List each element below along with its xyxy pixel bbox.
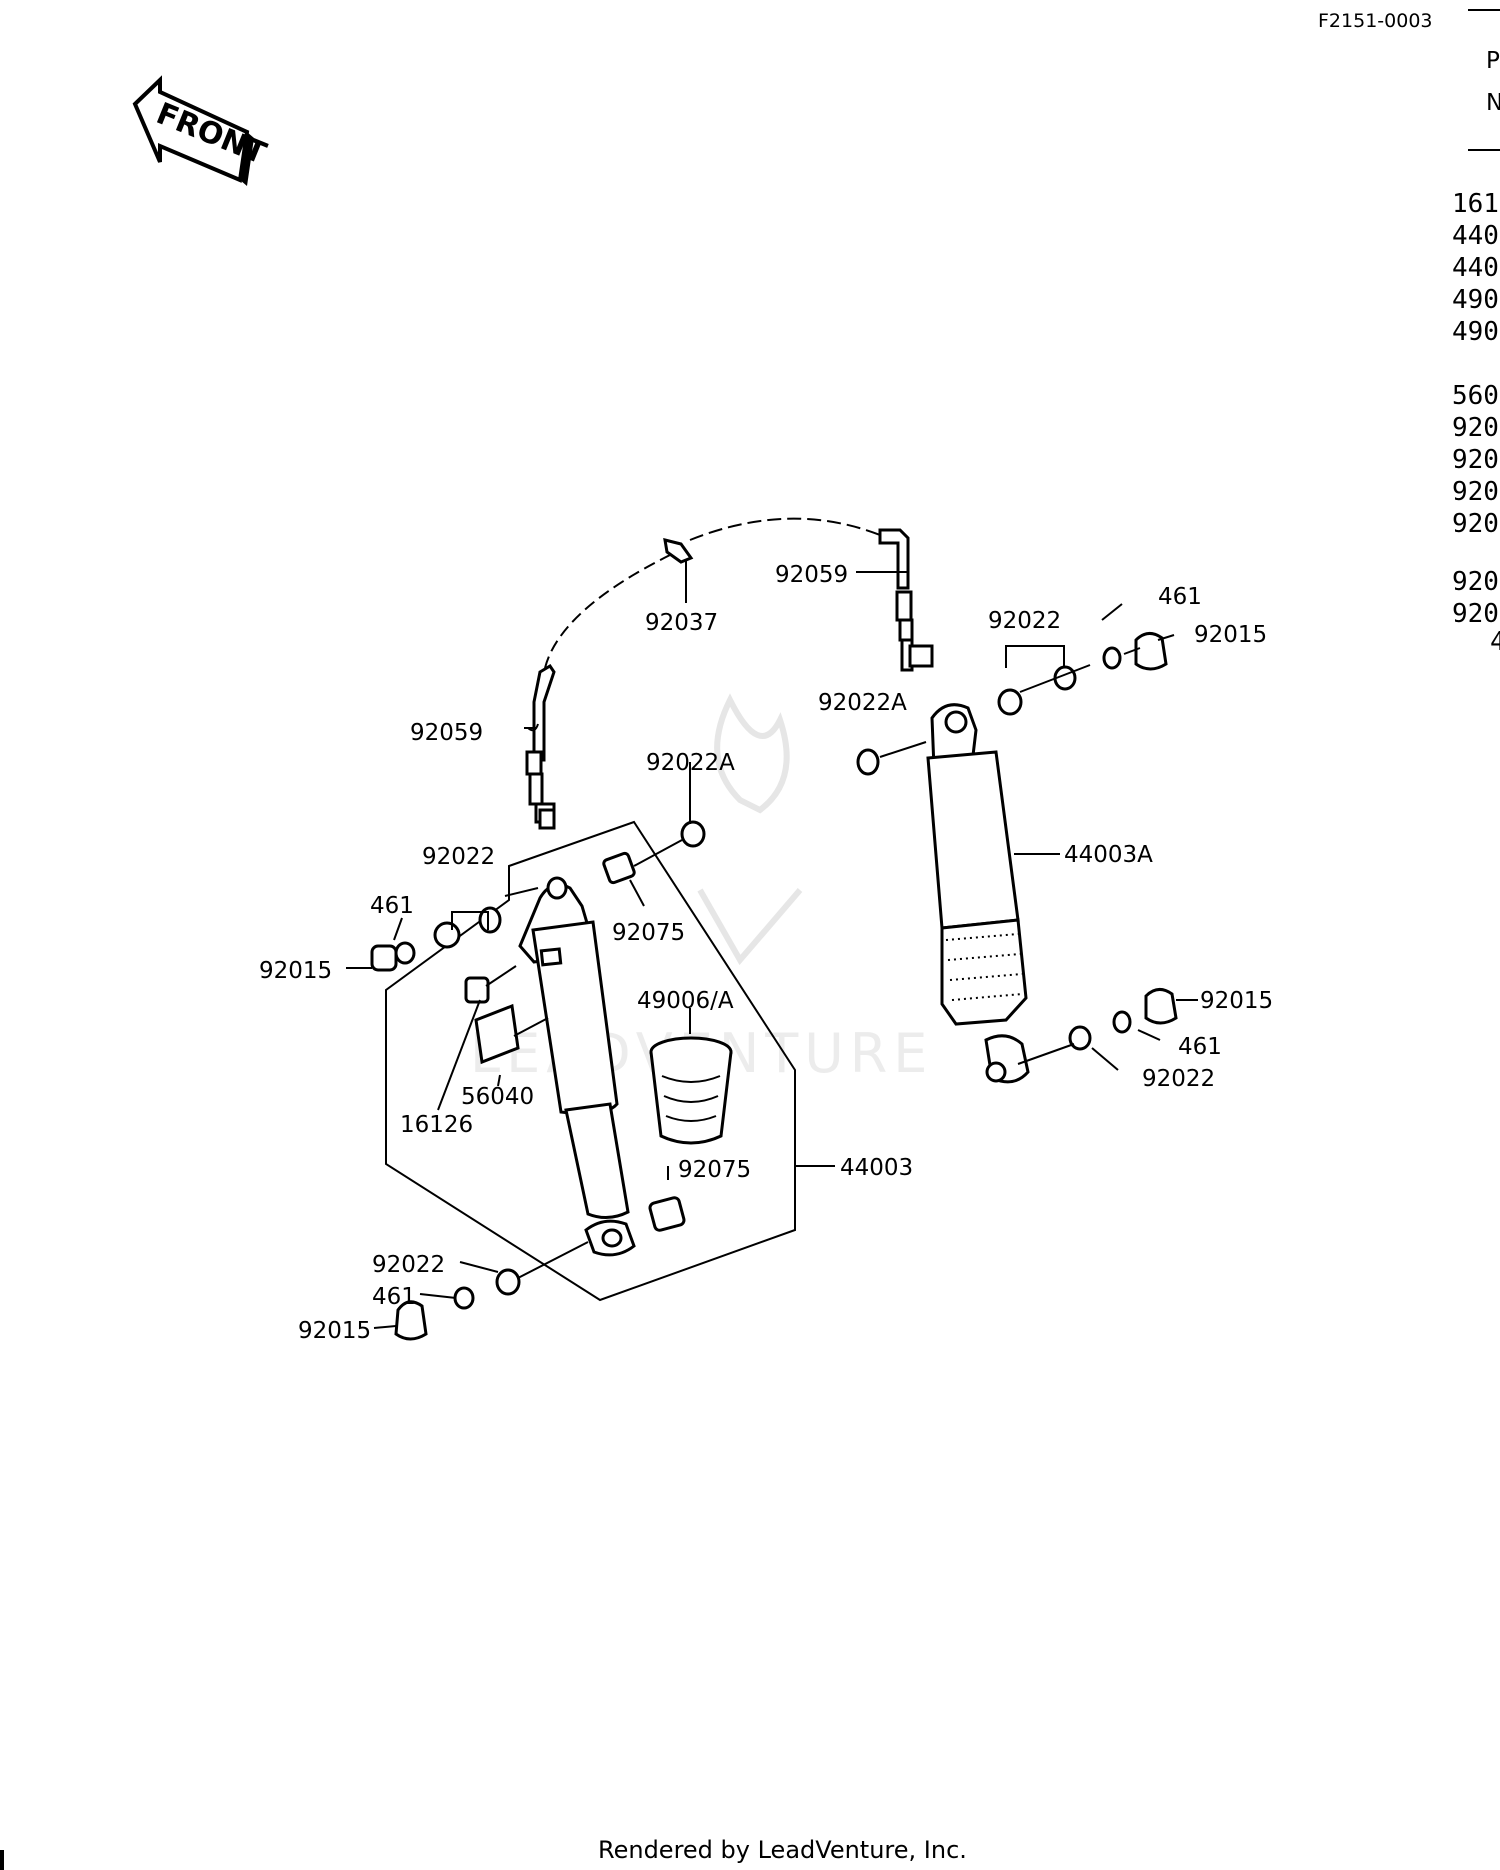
callout-92075-bottom: 92075 <box>678 1157 751 1183</box>
hose-line <box>544 554 671 669</box>
callout-461-bottom: 461 <box>372 1284 416 1310</box>
bump-stop <box>649 1036 733 1145</box>
right-mid-hardware <box>1068 988 1178 1051</box>
index-row: 920 <box>1452 509 1499 539</box>
left-top-hardware <box>370 820 706 972</box>
callout-92059-left: 92059 <box>410 720 483 746</box>
index-row: 920 <box>1452 599 1499 629</box>
bolt <box>464 965 517 1004</box>
callout-16126: 16126 <box>400 1112 473 1138</box>
right-hose-fitting <box>878 528 934 672</box>
leader-lines <box>346 560 1198 1329</box>
index-row: 440 <box>1452 253 1499 283</box>
index-row: 560 <box>1452 381 1499 411</box>
index-row: 490 <box>1452 285 1499 315</box>
right-index-column: 161 440 440 490 490 560 920 920 920 920 … <box>1452 189 1500 657</box>
callout-92037: 92037 <box>645 610 718 636</box>
diagram-code: F2151-0003 <box>1318 10 1433 32</box>
index-row: 920 <box>1452 445 1499 475</box>
right-shock-absorber <box>926 703 1030 1084</box>
index-header-no: N <box>1486 90 1500 116</box>
callout-92022-left: 92022 <box>422 844 495 870</box>
callout-461-left: 461 <box>370 893 414 919</box>
hose-clamp <box>663 537 694 564</box>
index-row: 920 <box>1452 413 1499 443</box>
callout-56040: 56040 <box>461 1084 534 1110</box>
callout-92015-left: 92015 <box>259 958 332 984</box>
left-shock-absorber <box>518 876 636 1257</box>
callout-92022-bottom: 92022 <box>372 1252 445 1278</box>
index-row: 920 <box>1452 567 1499 597</box>
callout-44003: 44003 <box>840 1155 913 1181</box>
callout-92022-top-right: 92022 <box>988 608 1061 634</box>
margin-mark <box>0 1850 4 1870</box>
callout-92022-right-mid: 92022 <box>1142 1066 1215 1092</box>
shock-assembly-outline <box>385 820 796 1302</box>
callout-44003A: 44003A <box>1064 842 1153 868</box>
callout-92015-bottom: 92015 <box>298 1318 371 1344</box>
callout-92022A-right: 92022A <box>818 690 907 716</box>
left-bottom-hardware <box>394 1268 521 1341</box>
label-decal <box>474 1003 520 1065</box>
footer-credit: Rendered by LeadVenture, Inc. <box>598 1836 967 1864</box>
index-row: 161 <box>1452 189 1499 219</box>
left-hose-fitting <box>525 663 556 830</box>
callout-49006A: 49006/A <box>637 988 734 1014</box>
hose-line <box>689 517 881 541</box>
collar-bottom <box>648 1196 686 1232</box>
collar-top <box>602 851 636 885</box>
front-arrow: FRONT <box>132 75 271 186</box>
callout-92022A-left: 92022A <box>646 750 735 776</box>
index-row: 920 <box>1452 477 1499 507</box>
index-row: 490 <box>1452 317 1499 347</box>
callout-92075-top: 92075 <box>612 920 685 946</box>
index-row: 4 <box>1490 627 1500 657</box>
index-header-part: P <box>1486 48 1500 74</box>
callout-92015-right-mid: 92015 <box>1200 988 1273 1014</box>
callout-461-right-mid: 461 <box>1178 1034 1222 1060</box>
callout-92015-top-right: 92015 <box>1194 622 1267 648</box>
callout-labels: 92037 92059 92059 92022 461 92015 92022A… <box>259 562 1273 1344</box>
index-row: 440 <box>1452 221 1499 251</box>
callout-92059-top: 92059 <box>775 562 848 588</box>
callout-461-top-right: 461 <box>1158 584 1202 610</box>
